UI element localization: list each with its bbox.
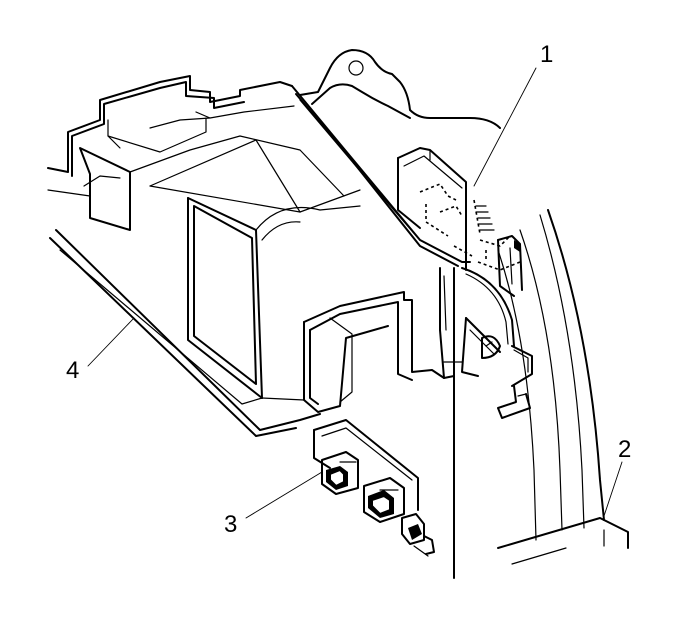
leader-line-3: [245, 471, 323, 519]
bracket-bolt-hole: [348, 60, 364, 76]
callout-3: 3: [224, 511, 237, 538]
leader-line-4: [87, 317, 135, 367]
sensor-connector: [313, 419, 435, 557]
callout-2: 2: [618, 436, 631, 463]
leader-line-2: [603, 461, 623, 517]
door-panel-edge: [497, 209, 629, 565]
leader-lines: [87, 67, 623, 519]
mounting-bracket: [299, 49, 501, 129]
leader-line-1: [473, 67, 537, 187]
switch-connector-assembly: [397, 147, 533, 419]
callout-4: 4: [66, 357, 79, 384]
callout-1: 1: [540, 41, 553, 68]
module-housing: [47, 75, 471, 437]
